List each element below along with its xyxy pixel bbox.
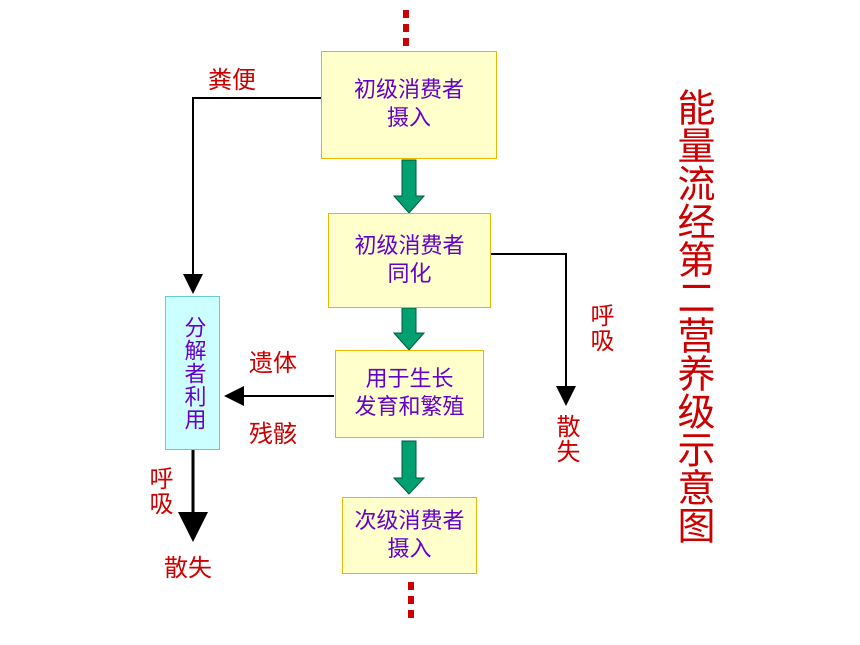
label-remains: 遗体 xyxy=(249,349,297,377)
node-primary-consumer-assimilation: 初级消费者 同化 xyxy=(328,213,491,308)
node-growth-development-reproduction: 用于生长 发育和繁殖 xyxy=(335,350,484,438)
node-next-intake-line2: 摄入 xyxy=(387,536,432,562)
node-intake-line1: 初级消费者 xyxy=(353,78,464,103)
label-respiration-right: 呼吸 xyxy=(586,303,614,353)
label-feces: 粪便 xyxy=(208,66,256,94)
node-intake-line2: 摄入 xyxy=(386,106,431,131)
label-dissipation-left: 散失 xyxy=(164,554,212,582)
label-respiration-left: 呼吸 xyxy=(145,466,173,516)
node-assimilation-line1: 初级消费者 xyxy=(354,233,465,259)
node-decomposer-label: 分解者利用 xyxy=(180,315,206,431)
node-growth-line1: 用于生长 xyxy=(365,367,454,392)
feces-connector xyxy=(183,97,321,294)
down-arrow-2 xyxy=(392,307,426,351)
node-assimilation-line2: 同化 xyxy=(387,261,432,287)
node-secondary-consumer-intake: 次级消费者 摄入 xyxy=(342,497,477,574)
node-next-intake-line1: 次级消费者 xyxy=(354,508,465,534)
respiration-right-connector xyxy=(490,253,576,406)
diagram-title: 能量流经第二营养级示意图 xyxy=(671,88,715,544)
node-decomposer: 分解者利用 xyxy=(165,296,220,450)
label-dissipation-right: 散失 xyxy=(552,414,580,464)
top-ellipsis xyxy=(403,10,409,46)
down-arrow-3 xyxy=(392,440,426,495)
node-primary-consumer-intake: 初级消费者 摄入 xyxy=(321,51,497,159)
bottom-ellipsis xyxy=(408,582,414,618)
label-debris: 残骸 xyxy=(249,420,297,448)
node-growth-line2: 发育和繁殖 xyxy=(354,395,465,420)
down-arrow-1 xyxy=(392,159,426,214)
